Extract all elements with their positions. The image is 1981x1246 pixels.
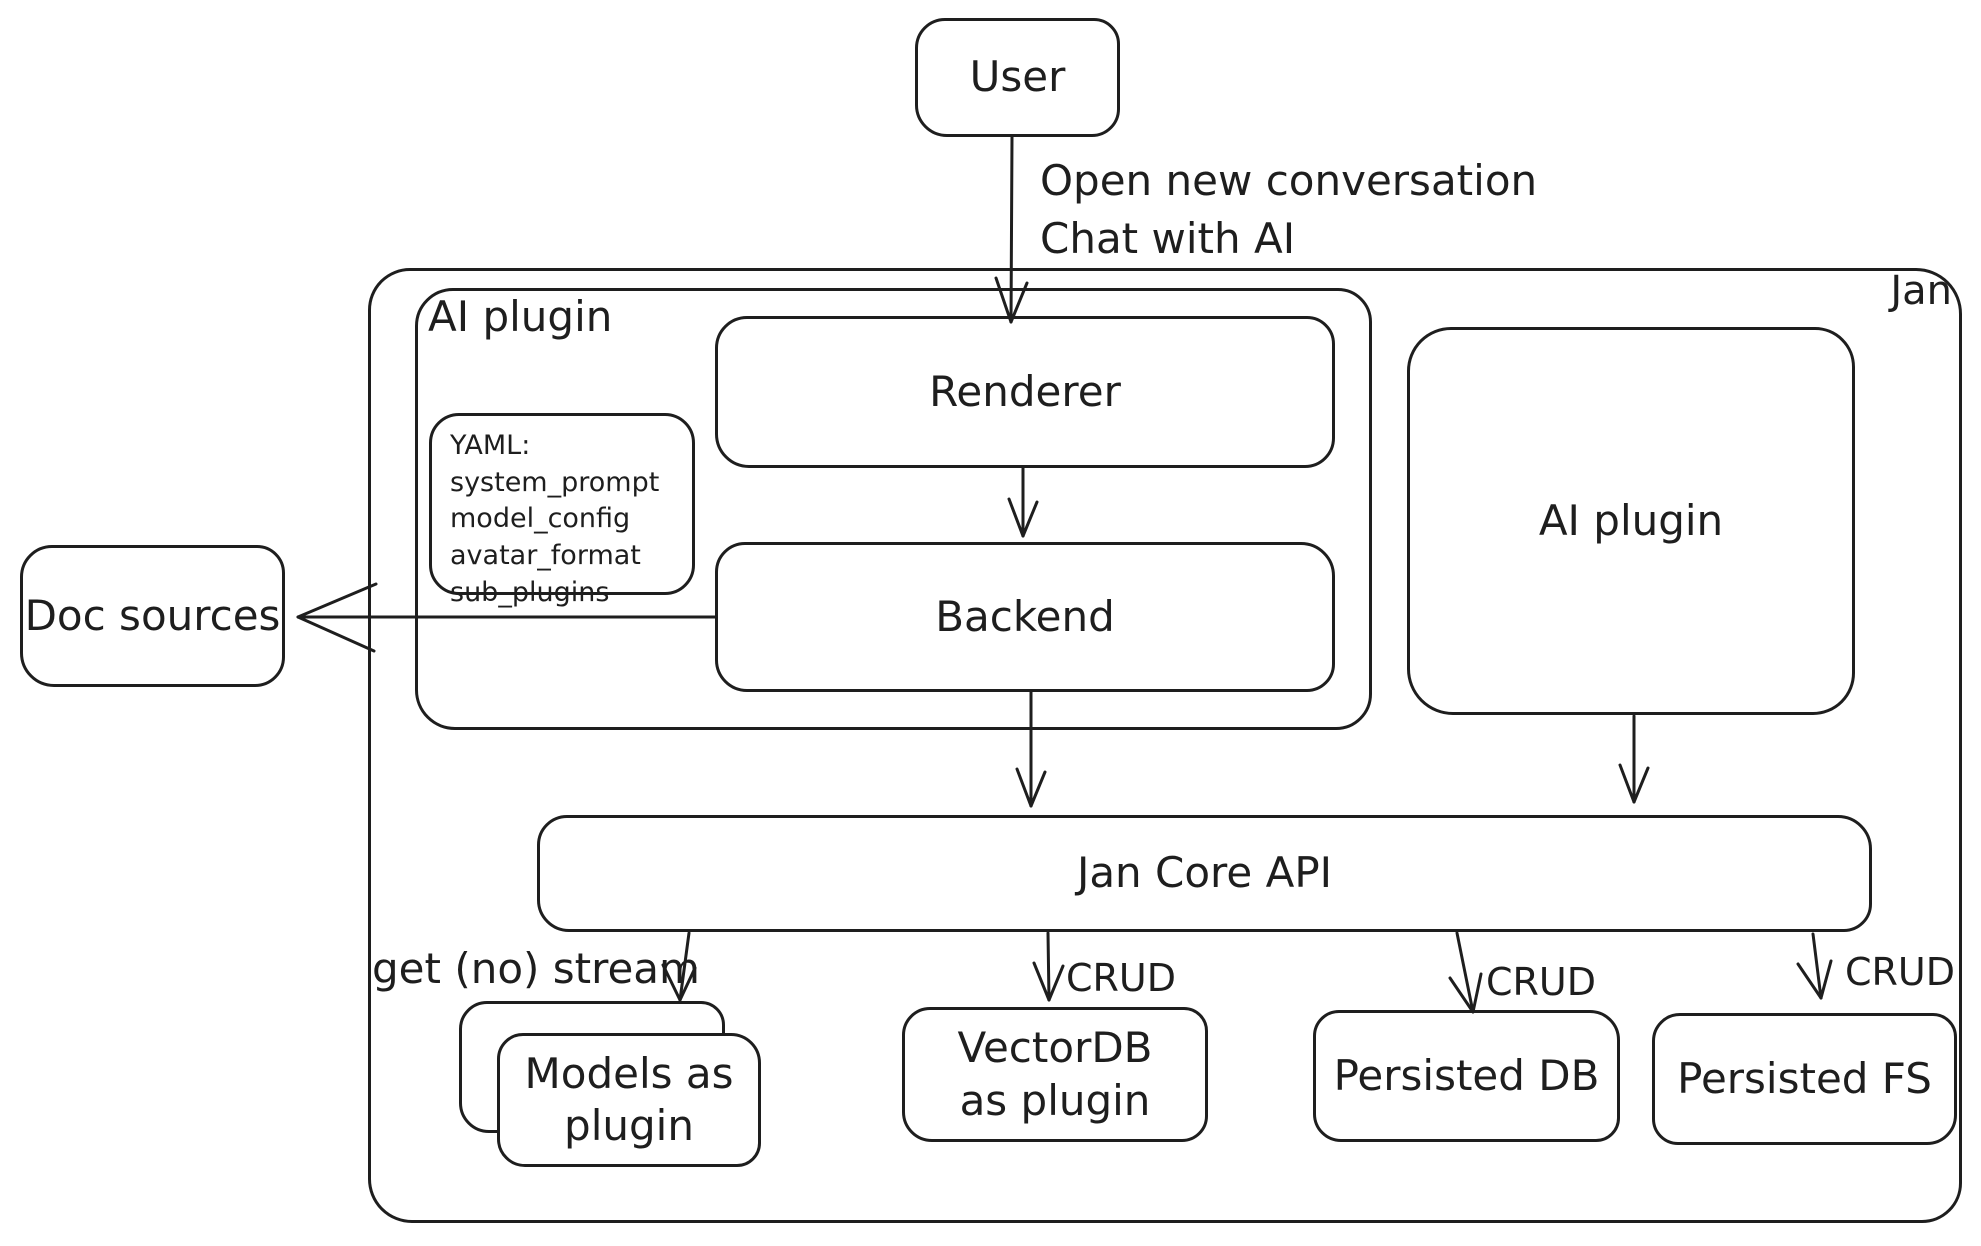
user-node: User (915, 18, 1120, 137)
backend-node: Backend (715, 542, 1335, 692)
renderer-node: Renderer (715, 316, 1335, 468)
yaml-note-line: avatar_format (450, 540, 641, 572)
ai-plugin-label: AI plugin (1538, 495, 1724, 545)
persisted-fs-label: Persisted FS (1677, 1053, 1932, 1103)
doc-sources-node: Doc sources (20, 545, 285, 687)
stream-edge-label: get (no) stream (372, 944, 700, 993)
models-as-plugin-label: Models as plugin (524, 1048, 734, 1151)
user-flow-label-line2: Chat with AI (1040, 213, 1296, 263)
yaml-note-line: model_config (450, 503, 631, 535)
yaml-note-line: system_prompt (450, 466, 660, 498)
backend-label: Backend (935, 591, 1115, 641)
vectordb-as-plugin-label: VectorDB as plugin (957, 1023, 1153, 1125)
yaml-note: YAML: system_prompt model_config avatar_… (429, 413, 695, 608)
models-as-plugin-node: Models as plugin (497, 1033, 761, 1167)
crud-edge-label-vectordb: CRUD (1066, 956, 1177, 1000)
yaml-note-text: YAML: system_prompt model_config avatar_… (432, 416, 692, 622)
user-label: User (969, 52, 1066, 102)
yaml-note-line: sub_plugins (450, 576, 610, 608)
jan-core-api-node: Jan Core API (537, 815, 1872, 932)
crud-edge-label-persisted-fs: CRUD (1845, 950, 1956, 994)
ai-plugin-group-label: AI plugin (428, 292, 613, 341)
jan-container-label: Jan (1890, 268, 1952, 314)
yaml-note-title: YAML: (450, 430, 531, 461)
crud-edge-label-persisted-db: CRUD (1486, 960, 1597, 1004)
jan-core-api-label: Jan Core API (1076, 848, 1333, 898)
vectordb-as-plugin-node: VectorDB as plugin (902, 1007, 1208, 1142)
persisted-db-node: Persisted DB (1313, 1010, 1620, 1142)
persisted-db-label: Persisted DB (1333, 1050, 1600, 1100)
renderer-label: Renderer (929, 366, 1121, 416)
persisted-fs-node: Persisted FS (1652, 1013, 1957, 1145)
ai-plugin-node: AI plugin (1407, 327, 1855, 715)
user-flow-label-line1: Open new conversation (1040, 156, 1538, 205)
user-flow-label: Open new conversation Chat with AI (1040, 152, 1537, 268)
doc-sources-label: Doc sources (24, 590, 281, 640)
